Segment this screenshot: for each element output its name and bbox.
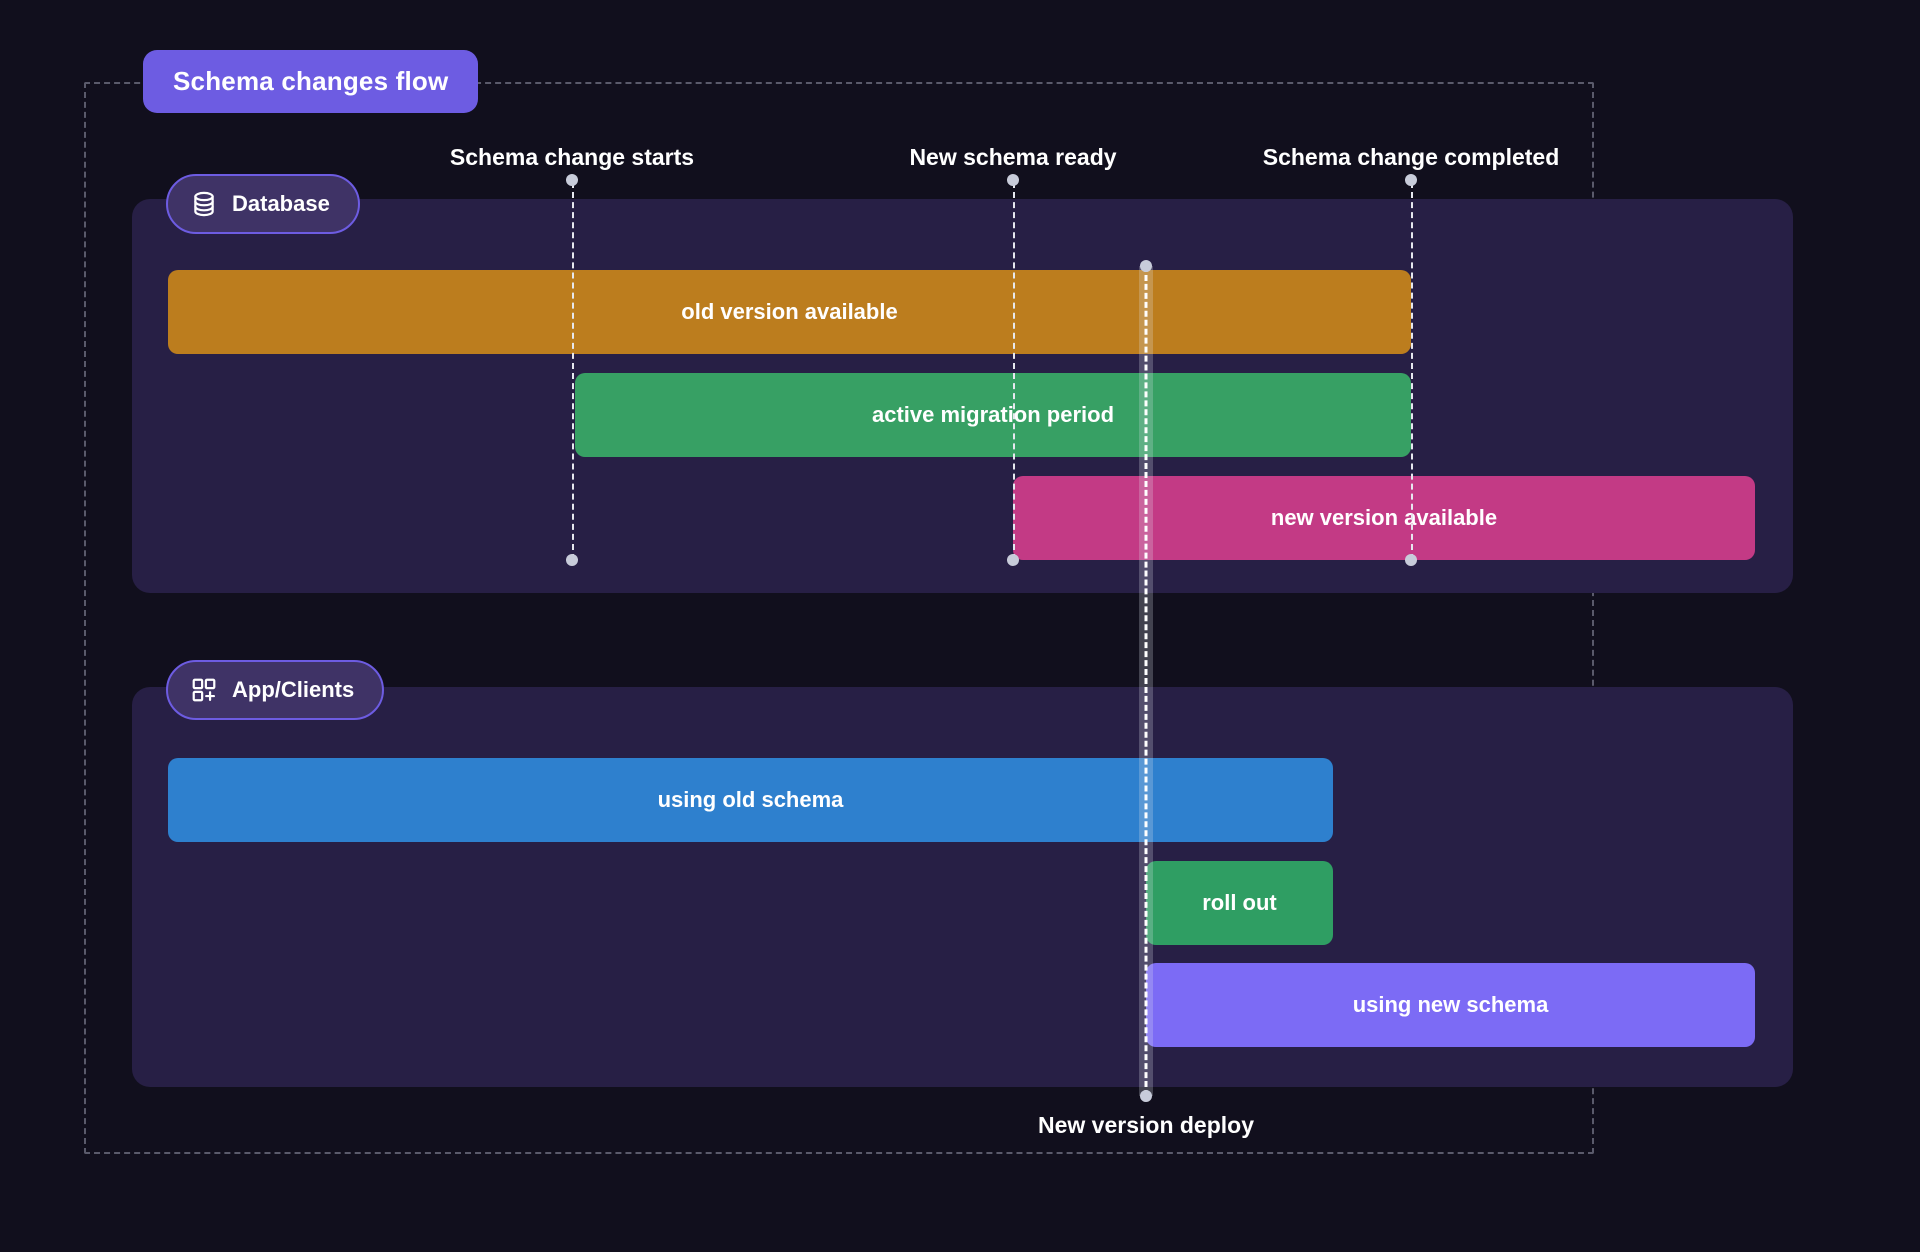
outer-dashed-frame (84, 82, 1594, 1154)
milestone-dot-top-schema-change-starts (566, 174, 578, 186)
milestone-label-schema-change-starts: Schema change starts (449, 144, 695, 170)
bar-active-migration-period[interactable]: active migration period (575, 373, 1411, 457)
bar-label-using-old-schema: using old schema (657, 787, 844, 812)
section-pill-label-app-clients: App/Clients (232, 677, 355, 702)
bar-using-old-schema[interactable]: using old schema (168, 758, 1333, 842)
app-grid-plus-icon (190, 676, 218, 704)
bar-label-new-version-available: new version available (1270, 505, 1498, 530)
section-pill-app-clients[interactable]: App/Clients (166, 660, 385, 720)
milestone-guide-new-schema-ready (1013, 182, 1015, 560)
milestone-label-schema-change-completed: Schema change completed (1262, 144, 1560, 170)
bar-new-version-available[interactable]: new version available (1013, 476, 1755, 560)
bar-label-active-migration-period: active migration period (871, 402, 1115, 427)
page-title-label: Schema changes flow (173, 66, 449, 96)
milestone-guide-schema-change-completed (1411, 182, 1413, 560)
milestone-label-new-schema-ready: New schema ready (909, 144, 1117, 170)
milestone-dot-top-new-schema-ready (1007, 174, 1019, 186)
section-pill-database[interactable]: Database (166, 174, 360, 234)
bar-roll-out[interactable]: roll out (1146, 861, 1333, 945)
database-icon (190, 190, 218, 218)
milestone-dot-bottom-schema-change-starts (566, 554, 578, 566)
bar-label-using-new-schema: using new schema (1352, 992, 1549, 1017)
bar-label-old-version-available: old version available (681, 299, 898, 324)
deploy-marker-line (1144, 266, 1148, 1096)
bar-label-roll-out: roll out (1202, 890, 1277, 915)
section-pill-label-database: Database (232, 191, 330, 216)
bar-using-new-schema[interactable]: using new schema (1146, 963, 1755, 1047)
deploy-marker-dot-bottom (1140, 1090, 1152, 1102)
milestone-dot-top-schema-change-completed (1405, 174, 1417, 186)
deploy-marker-dot-top (1140, 260, 1152, 272)
milestone-dot-bottom-new-schema-ready (1007, 554, 1019, 566)
diagram-title: Schema changes flow (143, 50, 479, 113)
milestone-guide-schema-change-starts (572, 182, 574, 560)
milestone-dot-bottom-schema-change-completed (1405, 554, 1417, 566)
deploy-marker-label: New version deploy (1037, 1112, 1255, 1138)
bar-old-version-available[interactable]: old version available (168, 270, 1411, 354)
